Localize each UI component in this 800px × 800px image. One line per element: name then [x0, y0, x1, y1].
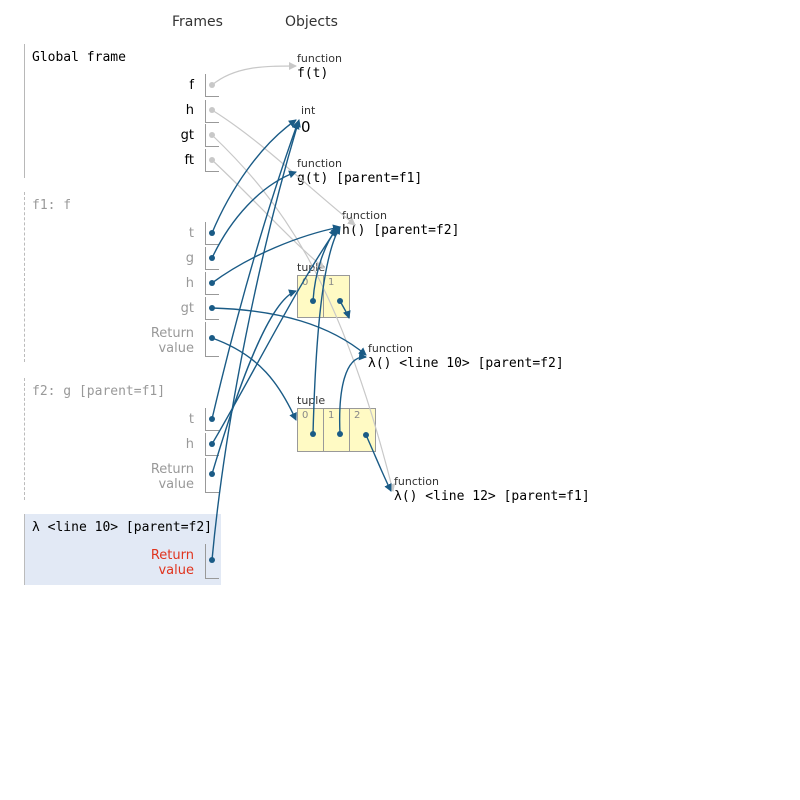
tuple-cell-2: 2	[349, 408, 376, 452]
var-name-h: h	[185, 437, 194, 452]
tuple-cell-1: 1	[323, 408, 350, 452]
return-label-line1: Return	[150, 326, 194, 341]
tuple-index: 0	[302, 410, 309, 421]
object-value: λ() <line 10> [parent=f2]	[368, 356, 564, 371]
return-label-line1: Return	[150, 462, 194, 477]
var-name-h: h	[185, 276, 194, 291]
object-type: function	[297, 52, 342, 65]
f1-frame: f1: f t g h gt Return value	[24, 192, 221, 362]
pointer-f2-t	[211, 121, 300, 420]
var-slot-t	[205, 222, 219, 245]
object-type: tuple	[297, 394, 326, 407]
frame-title: f2: g [parent=f1]	[32, 384, 166, 399]
f2-frame: f2: g [parent=f1] t h Return value	[24, 378, 221, 500]
var-slot-f	[205, 74, 219, 97]
frames-header: Frames	[172, 14, 223, 30]
tuple-index: 0	[302, 277, 309, 288]
frame-title: λ <line 10> [parent=f2]	[32, 520, 213, 535]
frame-title: Global frame	[32, 50, 126, 65]
tuple-cell-1: 1	[323, 275, 350, 318]
var-slot-h	[205, 433, 219, 456]
object-type: function	[394, 475, 439, 488]
object-type: function	[297, 157, 342, 170]
var-name-h: h	[185, 103, 194, 118]
var-name-gt: gt	[180, 301, 194, 316]
object-type: function	[342, 209, 387, 222]
var-slot-return	[205, 544, 219, 579]
objects-header: Objects	[285, 14, 338, 30]
var-slot-return	[205, 458, 219, 493]
pointer-lambda10-return	[211, 119, 301, 561]
var-slot-h	[205, 100, 219, 123]
object-type: tuple	[297, 261, 326, 274]
pointer-f1-g	[211, 170, 297, 259]
return-label-line2: value	[158, 477, 194, 492]
object-type: function	[368, 342, 413, 355]
var-slot-g	[205, 247, 219, 270]
pointer-f1-t	[211, 119, 297, 234]
tuple-index: 1	[328, 410, 335, 421]
pointer-f2-return	[211, 289, 297, 475]
object-value: λ() <line 12> [parent=f1]	[394, 489, 590, 504]
var-slot-h	[205, 272, 219, 295]
tuple-cell-0: 0	[297, 408, 324, 452]
tuple-cell-0: 0	[297, 275, 324, 318]
lambda10-frame: λ <line 10> [parent=f2] Return value	[24, 514, 221, 585]
var-name-g: g	[185, 251, 194, 266]
object-type: int	[301, 104, 316, 117]
tuple-index: 1	[328, 277, 335, 288]
object-value: 0	[301, 118, 311, 136]
pointer-f1-return	[211, 337, 297, 421]
var-slot-gt	[205, 124, 219, 147]
var-slot-ft	[205, 149, 219, 172]
var-name-gt: gt	[180, 128, 194, 143]
var-name-t: t	[188, 226, 194, 241]
global-frame: Global frame f h gt ft	[24, 44, 221, 178]
return-label-line2: value	[158, 563, 194, 578]
object-value: h() [parent=f2]	[342, 223, 460, 238]
object-value: g(t) [parent=f1]	[297, 171, 423, 186]
tuple-index: 2	[354, 410, 361, 421]
var-name-f: f	[189, 78, 194, 93]
var-name-t: t	[188, 412, 194, 427]
return-label-line2: value	[158, 341, 194, 356]
return-label-line1: Return	[150, 548, 194, 563]
var-slot-return	[205, 322, 219, 357]
pointer-global-f	[211, 62, 297, 86]
var-slot-gt	[205, 297, 219, 320]
frame-title: f1: f	[32, 198, 72, 213]
object-value: f(t)	[297, 66, 329, 81]
var-slot-t	[205, 408, 219, 431]
var-name-ft: ft	[184, 153, 194, 168]
